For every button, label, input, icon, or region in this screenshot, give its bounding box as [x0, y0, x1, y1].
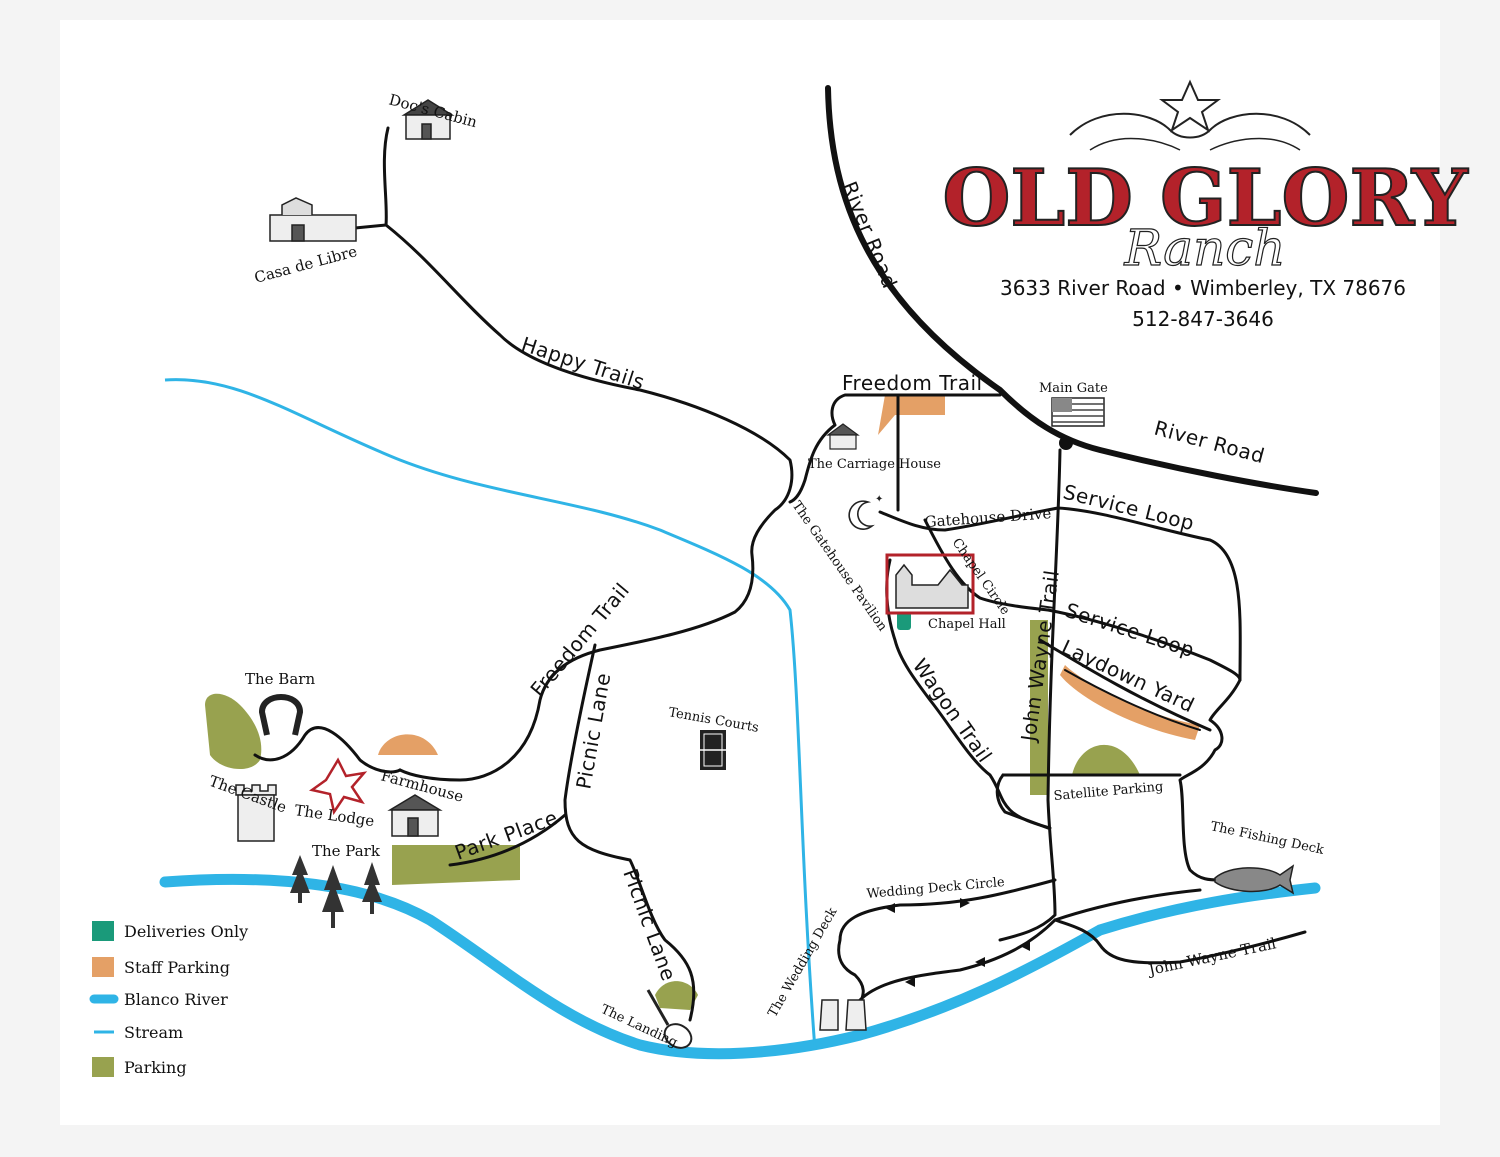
svg-text:✦: ✦	[875, 494, 883, 505]
horseshoe-icon	[258, 694, 304, 736]
farmhouse-icon	[387, 794, 443, 837]
legend-label-stream: Stream	[124, 1023, 183, 1042]
us-flag-icon	[1051, 397, 1105, 427]
moon-icon: ✦	[848, 494, 883, 530]
guitar-icon	[646, 989, 693, 1049]
blanco-river	[159, 873, 1321, 1060]
place-label-the-park: The Park	[312, 842, 381, 860]
road-label-freedom-trail-top: Freedom Trail	[842, 371, 983, 395]
casa-de-libre-icon	[269, 197, 357, 242]
place-label-the-barn: The Barn	[245, 670, 315, 688]
place-label-chapel-hall: Chapel Hall	[928, 617, 1006, 632]
castle-icon	[235, 784, 277, 842]
address: 3633 River Road • Wimberley, TX 78676	[1000, 276, 1406, 300]
brand-subname: Ranch	[1123, 219, 1285, 277]
brand-name: OLD GLORY	[942, 153, 1468, 244]
chapel-hall-icon	[885, 553, 975, 615]
title-ornament	[1069, 79, 1311, 151]
deliveries-only-area	[897, 612, 911, 630]
phone: 512-847-3646	[1132, 307, 1274, 331]
place-label-carriage-house: The Carriage House	[808, 457, 941, 472]
carriage-house-icon	[826, 423, 860, 450]
trees-icon	[290, 855, 382, 928]
docs-cabin-icon	[401, 99, 455, 140]
legend-label-staff-parking: Staff Parking	[124, 958, 230, 977]
place-label-main-gate: Main Gate	[1039, 381, 1108, 396]
legend-label-blanco-river: Blanco River	[124, 990, 228, 1009]
legend-swatch-parking	[92, 1057, 114, 1077]
road-network	[253, 85, 1319, 1022]
legend-swatch-deliveries	[92, 921, 114, 941]
fish-icon	[1214, 864, 1295, 895]
main-gate-junction	[1059, 436, 1073, 450]
staff-parking-areas	[378, 395, 1200, 755]
boots-icon	[819, 999, 867, 1031]
legend-label-deliveries: Deliveries Only	[124, 922, 248, 941]
legend-label-parking: Parking	[124, 1058, 187, 1077]
stream	[164, 378, 817, 1051]
legend: Deliveries Only Staff Parking Blanco Riv…	[89, 921, 248, 1077]
legend-swatch-staff-parking	[92, 957, 114, 977]
route-direction-arrows	[885, 898, 1030, 987]
tennis-court-icon	[700, 730, 726, 770]
lodge-star-icon	[308, 757, 368, 816]
parking-areas	[205, 620, 1140, 1010]
